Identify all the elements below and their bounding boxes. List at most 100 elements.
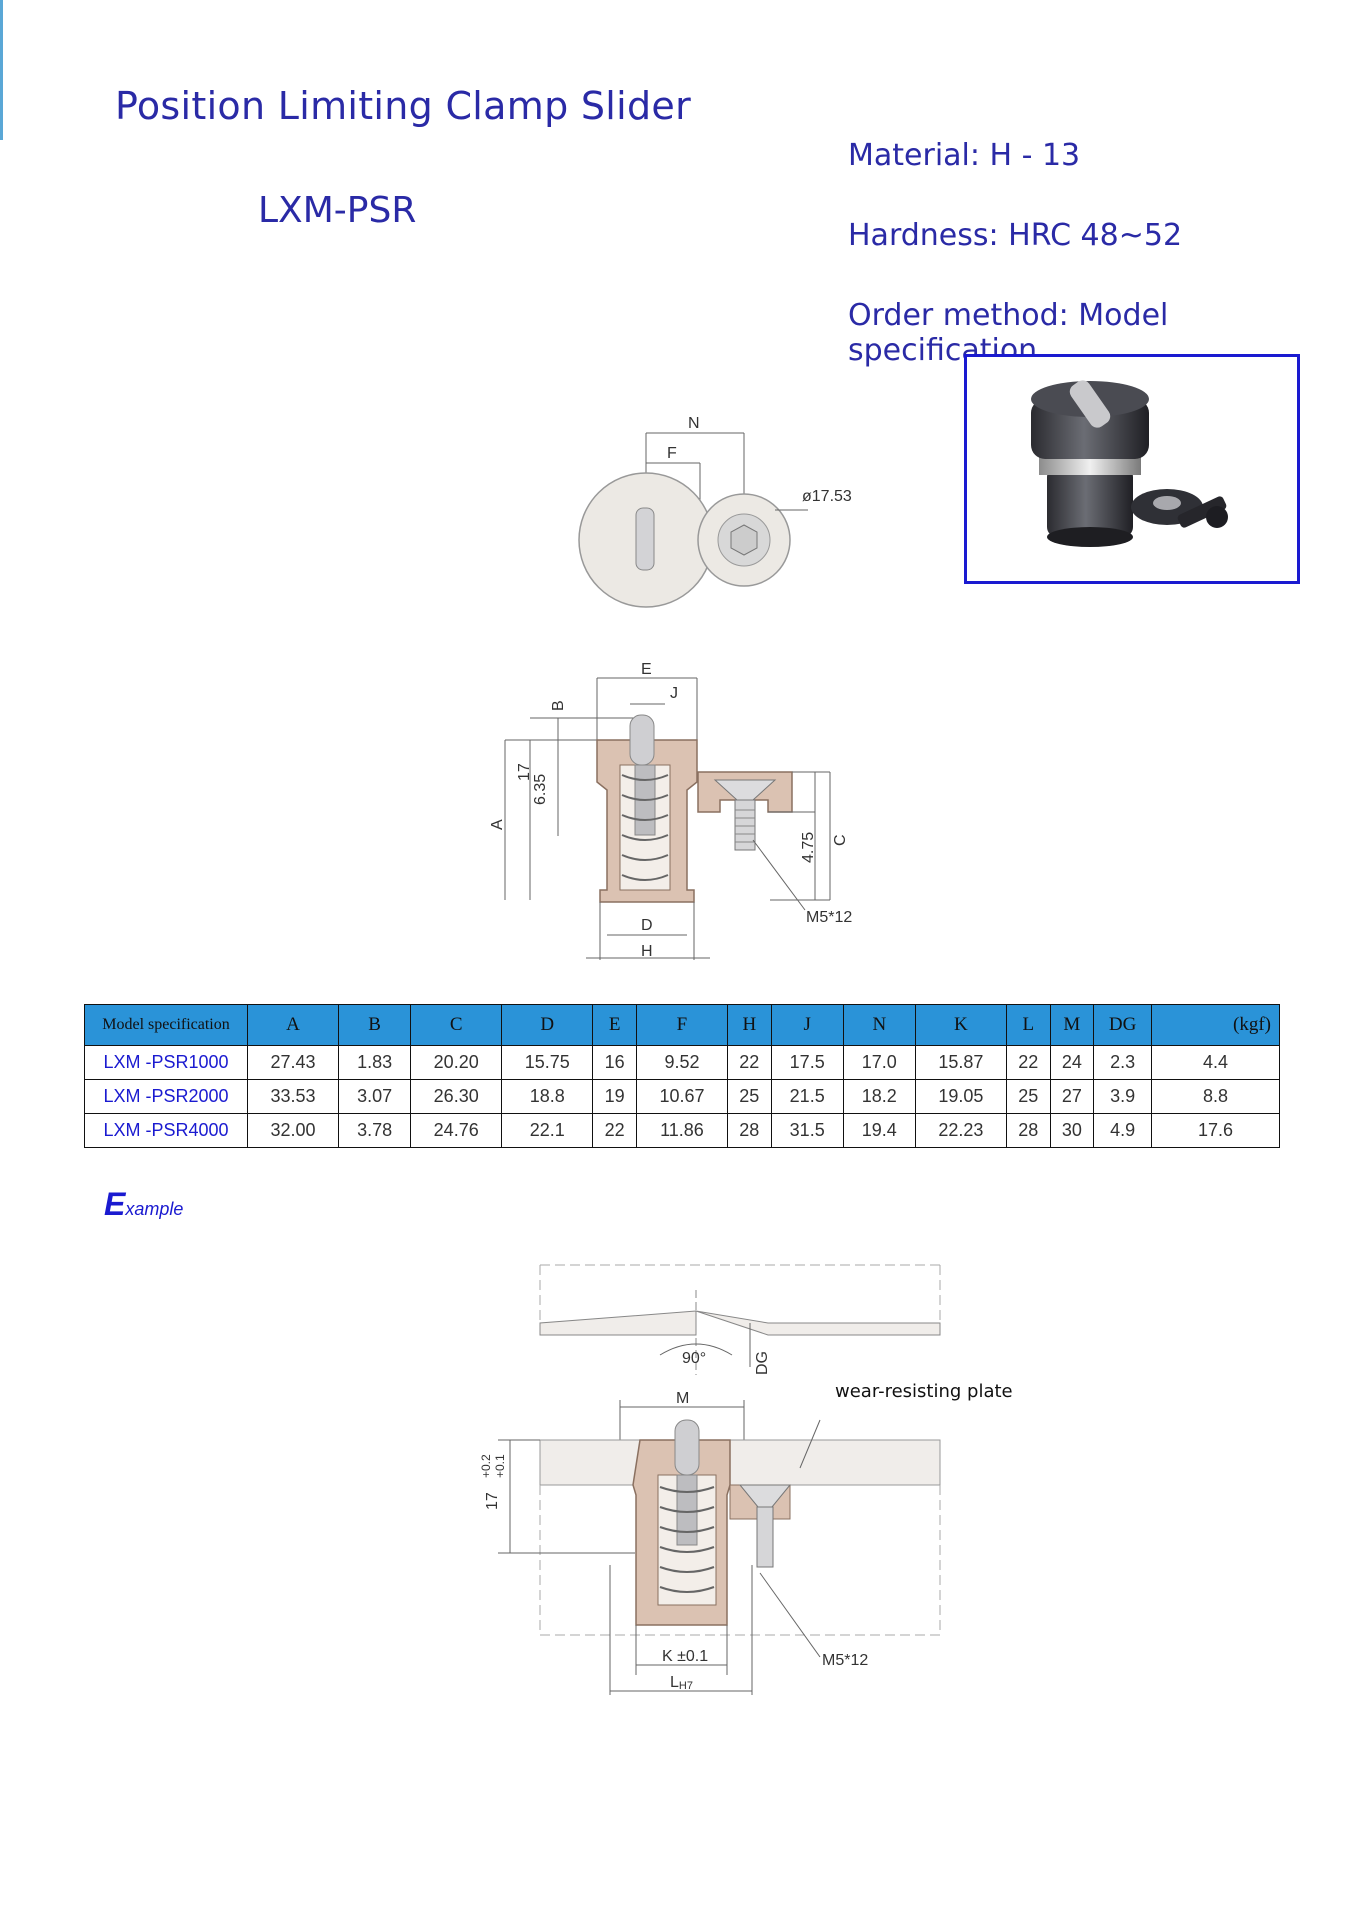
table-row: LXM -PSR2000 33.53 3.07 26.30 18.8 19 10… <box>84 1079 1280 1114</box>
table-cell: 2.3 <box>1093 1045 1152 1080</box>
table-cell: 18.2 <box>842 1079 916 1114</box>
table-header: J <box>770 1004 844 1046</box>
table-header: M <box>1049 1004 1095 1046</box>
table-cell: 22.23 <box>914 1113 1007 1148</box>
example-drawing: 90° DG M 17 +0.2 +0.1 K ±0.1 LH7 M5*12 <box>479 1264 941 1695</box>
tolerance-lower-label: +0.1 <box>493 1454 507 1478</box>
table-cell: 25 <box>1005 1079 1051 1114</box>
table-header: Model specification <box>84 1004 248 1046</box>
dim-635-label: 6.35 <box>532 774 549 805</box>
table-cell: 15.75 <box>501 1045 594 1080</box>
screw-thread-lines <box>735 809 755 843</box>
hardness-spec: Hardness: HRC 48~52 <box>848 218 1183 253</box>
table-header: C <box>410 1004 503 1046</box>
table-header: DG <box>1093 1004 1152 1046</box>
product-photo <box>964 354 1300 584</box>
leader-line <box>759 1572 821 1658</box>
example-heading-rest: xample <box>125 1199 184 1219</box>
dim-b-label: B <box>550 700 567 711</box>
table-header: A <box>246 1004 340 1046</box>
table-header: D <box>501 1004 594 1046</box>
leader-line <box>752 839 806 911</box>
table-cell: 4.4 <box>1151 1045 1280 1080</box>
table-cell: 17.6 <box>1151 1113 1280 1148</box>
table-cell: 1.83 <box>338 1045 412 1080</box>
table-header: (kgf) <box>1151 1004 1280 1046</box>
table-header-row: Model specification A B C D E F H J N K … <box>84 1004 1280 1046</box>
table-row: LXM -PSR4000 32.00 3.78 24.76 22.1 22 11… <box>84 1113 1280 1148</box>
table-header: H <box>727 1004 772 1046</box>
table-cell: 19.4 <box>842 1113 916 1148</box>
table-cell: 25 <box>727 1079 772 1114</box>
table-cell: 27.43 <box>246 1045 340 1080</box>
dim-m-label: M <box>676 1390 689 1407</box>
table-cell: 17.0 <box>842 1045 916 1080</box>
dim-a-label: A <box>489 819 506 830</box>
top-view-drawing: N F ø17.53 <box>578 415 852 608</box>
table-cell: 21.5 <box>770 1079 844 1114</box>
table-cell: 10.67 <box>635 1079 729 1114</box>
table-cell: 3.9 <box>1093 1079 1152 1114</box>
table-cell-model: LXM -PSR1000 <box>84 1045 248 1080</box>
dim-l-subscript: H7 <box>679 1680 693 1692</box>
model-code: LXM-PSR <box>258 190 417 231</box>
dim-n-label: N <box>688 415 700 432</box>
table-cell: 22.1 <box>501 1113 594 1148</box>
page-edge-mark <box>0 0 3 140</box>
angle-label: 90° <box>682 1350 706 1367</box>
table-cell: 22 <box>1005 1045 1051 1080</box>
dg-label: DG <box>754 1351 771 1375</box>
table-header: B <box>338 1004 412 1046</box>
table-cell: 4.9 <box>1093 1113 1152 1148</box>
screw-shank-section <box>734 799 756 851</box>
table-cell: 18.8 <box>501 1079 594 1114</box>
table-cell: 8.8 <box>1151 1079 1280 1114</box>
material-spec: Material: H - 13 <box>848 138 1081 173</box>
wear-plate-label: wear-resisting plate <box>835 1381 1013 1402</box>
table-cell: 15.87 <box>914 1045 1007 1080</box>
tolerance-upper-label: +0.2 <box>479 1454 493 1478</box>
dim-f-label: F <box>667 445 677 462</box>
table-cell: 9.52 <box>635 1045 729 1080</box>
dim-d-label: D <box>641 917 653 934</box>
upper-part-v-groove <box>539 1310 941 1336</box>
spring-coils-installed <box>659 1486 715 1593</box>
dim-j-label: J <box>670 685 678 702</box>
mounting-plate <box>539 1439 941 1486</box>
example-screw-label: M5*12 <box>822 1652 868 1669</box>
table-cell: 19 <box>592 1079 637 1114</box>
side-section-drawing: E J B 17 6.35 A 4.75 C M5*12 D H <box>489 661 852 960</box>
slider-pin-section <box>629 714 655 766</box>
hex-socket <box>730 524 758 556</box>
slider-pin-installed <box>674 1419 700 1476</box>
slider-pin-top <box>635 507 655 571</box>
dim-h-label: H <box>641 943 653 960</box>
table-cell: 30 <box>1049 1113 1095 1148</box>
table-header: F <box>635 1004 729 1046</box>
example-heading: Example <box>104 1186 183 1223</box>
diameter-label: ø17.53 <box>802 488 852 505</box>
table-cell: 33.53 <box>246 1079 340 1114</box>
screw-shank-installed <box>756 1506 774 1568</box>
table-cell: 31.5 <box>770 1113 844 1148</box>
table-header: N <box>842 1004 916 1046</box>
table-cell-model: LXM -PSR4000 <box>84 1113 248 1148</box>
dim-l-label: LH7 <box>670 1674 693 1692</box>
table-header: E <box>592 1004 637 1046</box>
dim-l-main: L <box>670 1674 679 1691</box>
table-cell: 3.07 <box>338 1079 412 1114</box>
spring-coils <box>621 774 669 881</box>
product-photo-illustration <box>1031 380 1228 547</box>
table-cell: 19.05 <box>914 1079 1007 1114</box>
side-screw-label: M5*12 <box>806 909 852 926</box>
table-cell: 24.76 <box>410 1113 503 1148</box>
dim-k-label: K ±0.1 <box>662 1648 708 1665</box>
table-cell: 28 <box>727 1113 772 1148</box>
dim-475-label: 4.75 <box>800 832 817 863</box>
table-cell: 3.78 <box>338 1113 412 1148</box>
table-header: K <box>914 1004 1007 1046</box>
pin-shaft-installed <box>676 1474 698 1546</box>
dim-c-label: C <box>832 834 849 846</box>
table-cell: 17.5 <box>770 1045 844 1080</box>
table-header: L <box>1005 1004 1051 1046</box>
